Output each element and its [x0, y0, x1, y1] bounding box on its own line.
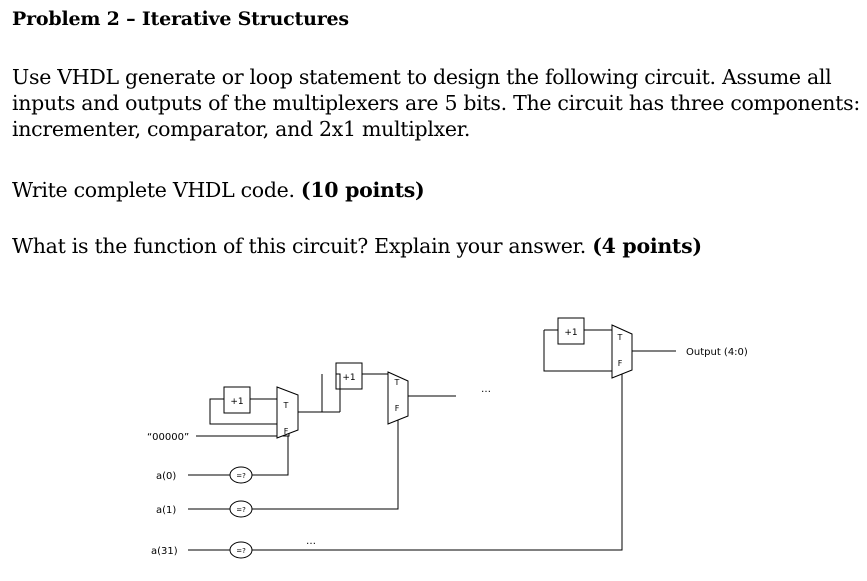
output-label: Output (4:0): [686, 347, 748, 358]
question-function-points: (4 points): [592, 234, 702, 258]
stage-ellipsis: …: [481, 384, 491, 395]
comparator-0-select-wire: [252, 436, 289, 476]
mux-1-true-label: T: [283, 401, 289, 410]
incrementer-n-label: +1: [564, 328, 577, 338]
mux-2-shape: [387, 371, 409, 425]
question-vhdl-text: Write complete VHDL code.: [12, 178, 301, 202]
mux-2-false-label: F: [395, 404, 400, 413]
question-function: What is the function of this circuit? Ex…: [12, 233, 702, 259]
init-value-label: “00000”: [147, 432, 189, 443]
question-vhdl-points: (10 points): [300, 178, 425, 202]
description-line-3: incrementer, comparator, and 2x1 multipl…: [12, 117, 471, 141]
problem-title: Problem 2 – Iterative Structures: [12, 8, 349, 30]
feedback-stage1-part-b: [209, 398, 289, 425]
incrementer-1-box: [223, 386, 251, 414]
comparator-ellipsis: …: [306, 536, 316, 547]
incrementer-n-box: [557, 317, 585, 345]
stage-n-wire-c: [543, 330, 612, 372]
comparator-31-label: =?: [236, 547, 246, 555]
problem-description: Use VHDL generate or loop statement to d…: [12, 64, 860, 142]
stage2-wire-a: [336, 373, 341, 412]
input-a1-label: a(1): [156, 505, 176, 516]
mux-2-true-label: T: [394, 378, 400, 387]
incrementer-2-label: +1: [342, 373, 355, 383]
mux-n-false-label: F: [618, 359, 623, 368]
input-a31-label: a(31): [151, 546, 178, 557]
input-a0-label: a(0): [156, 471, 176, 482]
description-line-1: Use VHDL generate or loop statement to d…: [12, 65, 832, 89]
comparator-1-select-wire: [252, 420, 399, 510]
question-function-text: What is the function of this circuit? Ex…: [12, 234, 593, 258]
incrementer-1-label: +1: [230, 397, 243, 407]
comparator-0-label: =?: [236, 472, 246, 480]
comparator-1-label: =?: [236, 506, 246, 514]
comparator-31-select-wire: [252, 374, 623, 551]
mux-1-false-label: F: [284, 427, 289, 436]
question-vhdl-code: Write complete VHDL code. (10 points): [12, 177, 425, 203]
description-line-2: inputs and outputs of the multiplexers a…: [12, 91, 860, 115]
mux-n-shape: [611, 324, 633, 379]
mux-n-true-label: T: [617, 333, 623, 342]
mux-1-shape: [276, 386, 299, 439]
